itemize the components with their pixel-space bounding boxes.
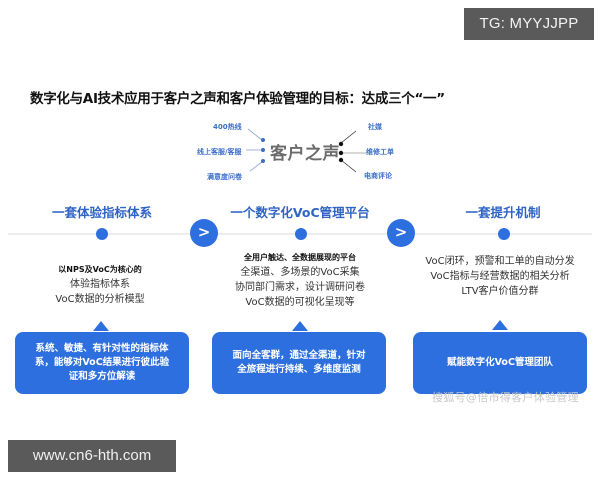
stage-title-improvement-mechanism: 一套提升机制: [465, 205, 541, 220]
card-1-line: 系，能够对VoC结果进行彼此验: [34, 357, 170, 368]
voc-center-label: 客户之声: [270, 144, 340, 164]
tg-watermark-badge: TG: MYYJJPP: [464, 8, 594, 40]
card-2-line: 全旅程进行持续、多维度监测: [237, 364, 361, 375]
timeline-dot-2: [295, 228, 307, 240]
channel-hotline: 400热线: [213, 123, 242, 131]
stage-title-voc-platform: 一个数字化VoC管理平台: [230, 205, 370, 220]
channel-online-service: 线上客服/客服: [197, 148, 242, 156]
stage-3-desc-line: VoC指标与经营数据的相关分析: [430, 271, 570, 282]
stage-2-desc-line: 全渠道、多场景的VoC采集: [240, 267, 360, 278]
page-title: 数字化与AI技术应用于客户之声和客户体验管理的目标：达成三个“一”: [30, 91, 445, 107]
stage-1-description: 以NPS及VoC为核心的 体验指标体系 VoC数据的分析模型: [55, 263, 144, 307]
stage-1-desc-line: 体验指标体系: [69, 279, 130, 290]
timeline-dot-1: [96, 228, 108, 240]
stage-1-desc-line: VoC数据的分析模型: [55, 294, 145, 305]
card-2-line: 面向全客群，通过全渠道，针对: [232, 350, 366, 361]
next-arrow-icon-2: >: [387, 219, 415, 247]
stage-title-metrics-system: 一套体验指标体系: [51, 205, 153, 220]
stage-3-description: VoC闭环，预警和工单的自动分发 VoC指标与经营数据的相关分析 LTV客户价值…: [425, 254, 574, 299]
channel-repair-ticket: 维修工单: [366, 148, 394, 156]
channel-ecommerce-review: 电商评论: [364, 172, 392, 180]
stage-3-card: 赋能数字化VoC管理团队: [413, 332, 587, 394]
pointer-triangle-1: [93, 321, 109, 331]
next-arrow-icon-1: >: [190, 219, 218, 247]
stage-3-desc-line: LTV客户价值分群: [461, 286, 539, 297]
stage-1-card: 系统、敏捷、有针对性的指标体 系，能够对VoC结果进行彼此验 证和多方位解读: [15, 332, 189, 394]
card-1-line: 系统、敏捷、有针对性的指标体: [35, 343, 169, 354]
channel-social-media: 社媒: [368, 123, 382, 131]
timeline-dot-3: [498, 228, 510, 240]
pointer-triangle-3: [492, 320, 508, 330]
stage-2-description: 全用户触达、全数据展现的平台 全渠道、多场景的VoC采集 协同部门需求，设计调研…: [235, 251, 365, 310]
stage-3-desc-line: VoC闭环，预警和工单的自动分发: [425, 256, 575, 267]
stage-2-desc-bold: 全用户触达、全数据展现的平台: [244, 253, 356, 262]
card-3-line: 赋能数字化VoC管理团队: [447, 357, 553, 368]
channel-survey: 满意度问卷: [207, 173, 242, 181]
card-1-line: 证和多方位解读: [68, 371, 136, 382]
stage-1-desc-bold: 以NPS及VoC为核心的: [58, 265, 142, 274]
pointer-triangle-2: [292, 321, 308, 331]
url-watermark-badge: www.cn6-hth.com: [8, 440, 176, 472]
stage-2-desc-line: 协同部门需求，设计调研问卷: [235, 282, 365, 293]
stage-2-card: 面向全客群，通过全渠道，针对 全旅程进行持续、多维度监测: [212, 332, 386, 394]
stage-2-desc-line: VoC数据的可视化呈现等: [245, 297, 355, 308]
sohu-watermark: 搜狐号@倍市得客户体验管理: [432, 391, 579, 404]
